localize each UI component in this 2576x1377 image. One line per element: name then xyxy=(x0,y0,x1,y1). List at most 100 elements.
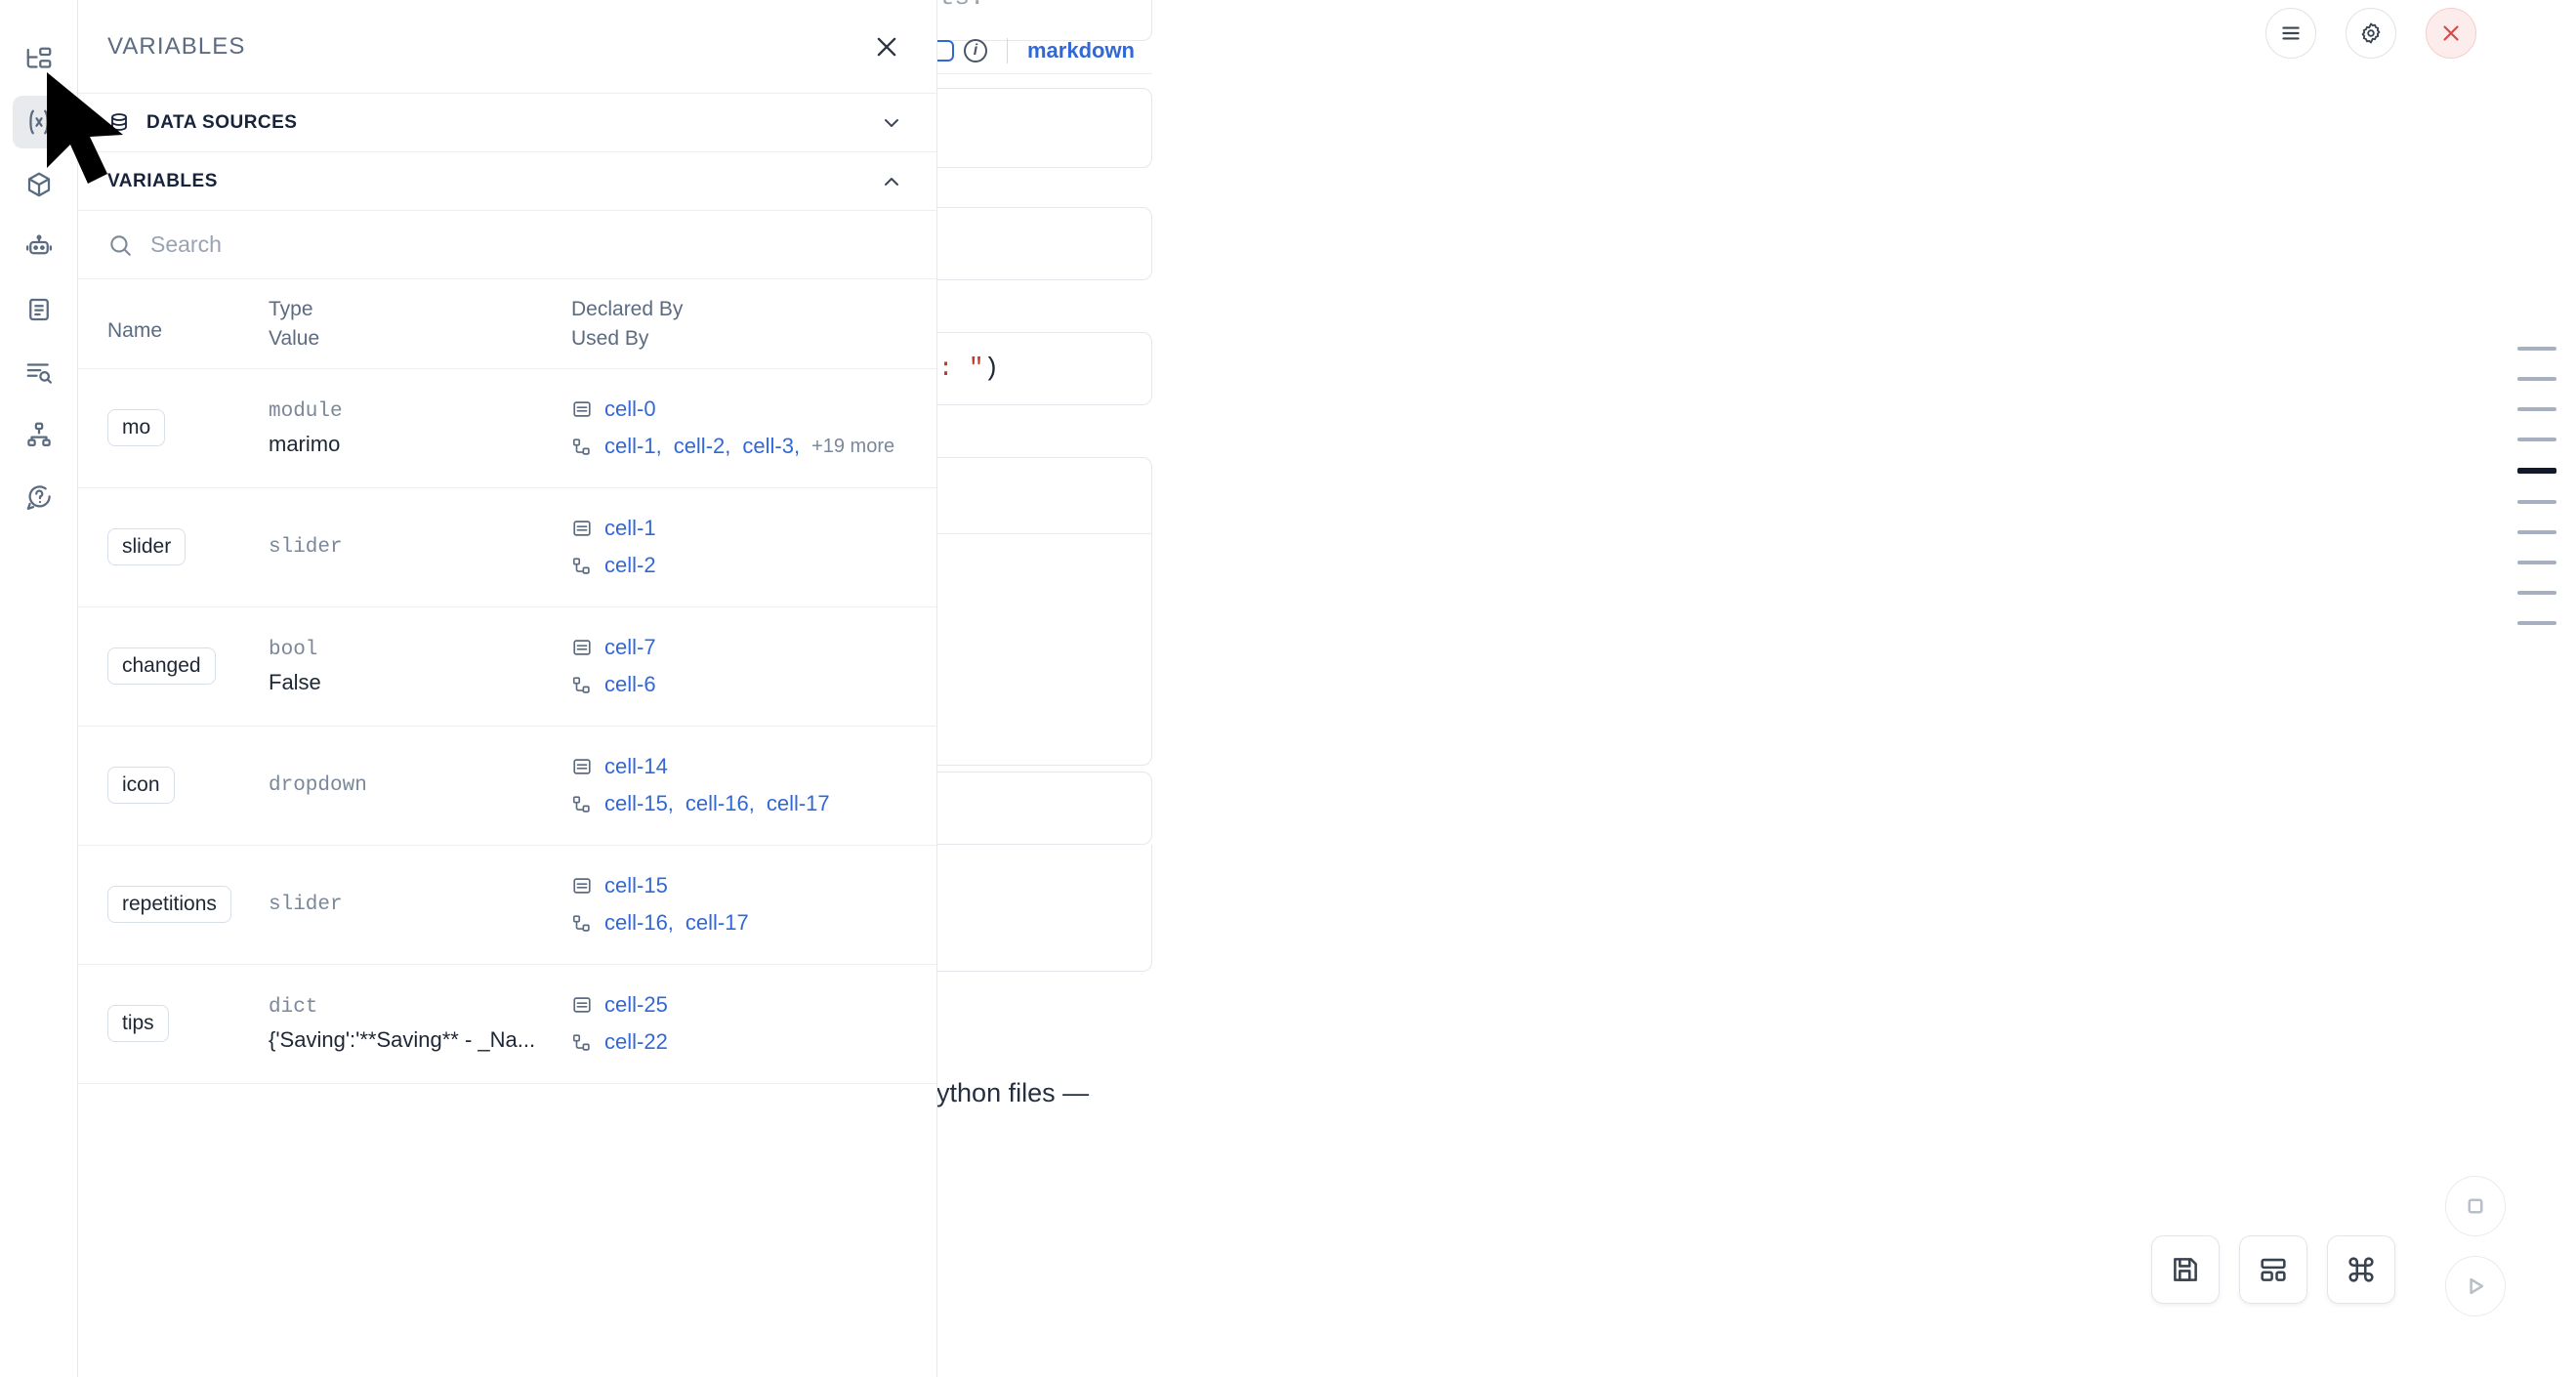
cell-link[interactable]: cell-15, xyxy=(604,791,674,816)
run-button[interactable] xyxy=(2445,1256,2506,1316)
minimap-bar[interactable] xyxy=(2517,407,2556,411)
cell-link[interactable]: cell-16, xyxy=(685,791,755,816)
cell-icon xyxy=(573,997,591,1013)
file-tree-icon[interactable] xyxy=(13,33,65,86)
cell-code-md[interactable]: 1 mo.md("# " + icon.value * repetitions.… xyxy=(937,772,1152,845)
cell-status-badges[interactable]: r f i xyxy=(937,38,987,63)
code-text: repetitions = mo.ui.slider(1, 16, label=… xyxy=(937,354,999,391)
cell-code-output[interactable]: 1 icon, repetitions ⌄ [ 2 Items 0: 🌿 xyxy=(937,457,1152,766)
cell-link[interactable]: cell-2 xyxy=(604,553,656,578)
variable-value: {'Saving':'**Saving** - _Na... xyxy=(269,1026,536,1052)
command-palette-button[interactable] xyxy=(2327,1235,2395,1304)
close-icon[interactable] xyxy=(870,30,903,63)
delete-cell-icon[interactable] xyxy=(2426,8,2476,59)
minimap[interactable] xyxy=(2488,347,2556,625)
cell-code-dropdown[interactable]: 1 icon = mo.ui.dropdown(["🌿", "🌊", "✨"],… xyxy=(937,207,1152,280)
section-variables[interactable]: VARIABLES xyxy=(78,152,936,211)
variables-icon[interactable] xyxy=(12,96,65,148)
minimap-bar[interactable] xyxy=(2517,500,2556,504)
minimap-bar[interactable] xyxy=(2517,468,2556,474)
minimap-bar[interactable] xyxy=(2517,530,2556,534)
minimap-bar[interactable] xyxy=(2517,561,2556,564)
table-row[interactable]: slider slider cell-1 cell-2 xyxy=(78,488,936,607)
table-row[interactable]: repetitions slider cell-15 cell-16, cell-17 xyxy=(78,846,936,965)
layout-button[interactable] xyxy=(2239,1235,2307,1304)
cell-link[interactable]: cell-14 xyxy=(604,753,668,778)
cell-code-slider[interactable]: 1 repetitions = mo.ui.slider(1, 16, labe… xyxy=(937,332,1152,405)
link-nodes-icon xyxy=(572,438,590,455)
cell-link[interactable]: cell-6 xyxy=(604,672,656,697)
save-button[interactable] xyxy=(2151,1235,2220,1304)
link-nodes-icon xyxy=(572,677,590,693)
variable-name-chip[interactable]: icon xyxy=(107,767,175,805)
code-token: : " xyxy=(937,354,984,383)
cell-link[interactable]: cell-17 xyxy=(685,910,749,936)
cell-link[interactable]: cell-0 xyxy=(604,396,656,421)
list-summary[interactable]: ⌄ [ 2 Items xyxy=(937,560,1151,586)
section-data-sources[interactable]: DATA SOURCES xyxy=(78,94,936,152)
variable-name-chip[interactable]: slider xyxy=(107,528,187,566)
page-title: 3. marimo is just Python xyxy=(937,986,1201,1040)
cell-cut-top[interactable]: 1 """🌊 Some UI elements.""" Try interact… xyxy=(937,0,1152,41)
cell-name: repetitions xyxy=(107,886,269,924)
cell-link[interactable]: cell-15 xyxy=(604,872,668,897)
minimap-bar[interactable] xyxy=(2517,377,2556,381)
variable-type: slider xyxy=(269,535,343,559)
panel-header: VARIABLES xyxy=(78,0,936,94)
cell-link[interactable]: cell-16, xyxy=(604,910,674,936)
declared-by-line: cell-14 xyxy=(571,748,907,786)
cell-references: cell-25 cell-22 xyxy=(571,986,907,1062)
variable-name-chip[interactable]: changed xyxy=(107,647,216,686)
outline-search-icon[interactable] xyxy=(13,346,65,398)
cell-link[interactable]: cell-17 xyxy=(766,791,830,816)
dependency-graph-icon[interactable] xyxy=(13,408,65,461)
stop-button[interactable] xyxy=(2445,1176,2506,1236)
cell-menu-icon[interactable] xyxy=(2265,8,2316,59)
minimap-bar[interactable] xyxy=(2517,591,2556,595)
cell-link[interactable]: cell-22 xyxy=(604,1029,668,1055)
cell-language-label[interactable]: markdown xyxy=(1026,37,1135,63)
cell-md-output[interactable]: 🌊 Some UI elements. Try interacting with… xyxy=(937,88,1152,168)
chevron-up-icon[interactable] xyxy=(880,170,903,193)
variable-name-chip[interactable]: mo xyxy=(107,409,166,447)
cell-type-value: slider xyxy=(269,890,571,921)
minimap-bar[interactable] xyxy=(2517,438,2556,441)
minimap-bar[interactable] xyxy=(2517,347,2556,351)
cell-link[interactable]: cell-1, xyxy=(604,434,662,459)
cell-type-value: dict{'Saving':'**Saving** - _Na... xyxy=(269,992,571,1056)
packages-icon[interactable] xyxy=(13,158,65,211)
cell-link[interactable]: cell-2, xyxy=(673,434,731,459)
cell-toolbar: r f i markdown xyxy=(937,27,1152,74)
activity-rail xyxy=(0,0,78,1377)
cell-references: cell-0 cell-1, cell-2, cell-3, +19 more xyxy=(571,391,907,466)
variable-name-chip[interactable]: repetitions xyxy=(107,886,231,924)
cell-output-list: ⌄ [ 2 Items 0: 🌿 ⌄ 1: number of 🌿: xyxy=(937,534,1151,765)
cell-link[interactable]: cell-3, xyxy=(742,434,801,459)
chat-bot-icon[interactable] xyxy=(13,221,65,273)
col-used-by: Used By xyxy=(571,327,649,351)
chevron-down-icon[interactable] xyxy=(880,111,903,135)
markdown-section: 3. marimo is just Python marimo cells pa… xyxy=(937,986,1201,1313)
minimap-bar[interactable] xyxy=(2517,621,2556,625)
info-icon[interactable]: i xyxy=(963,38,987,63)
cell-link[interactable]: cell-7 xyxy=(604,634,656,659)
cell-md-render-output: 🌿 xyxy=(937,845,1152,972)
more-count[interactable]: +19 more xyxy=(811,436,895,458)
variable-name-chip[interactable]: tips xyxy=(107,1005,169,1043)
help-icon[interactable] xyxy=(13,471,65,523)
cell-name: tips xyxy=(107,1005,269,1043)
cell-link[interactable]: cell-25 xyxy=(604,991,668,1017)
gear-icon[interactable] xyxy=(2346,8,2396,59)
logs-icon[interactable] xyxy=(13,283,65,336)
search-row xyxy=(78,211,936,279)
cell-link[interactable]: cell-1 xyxy=(604,515,656,540)
used-by-line: cell-22 xyxy=(571,1023,907,1062)
para-1-part-a: marimo cells parse Python (and only Pyth… xyxy=(937,1078,1090,1107)
search-input[interactable] xyxy=(150,231,907,258)
